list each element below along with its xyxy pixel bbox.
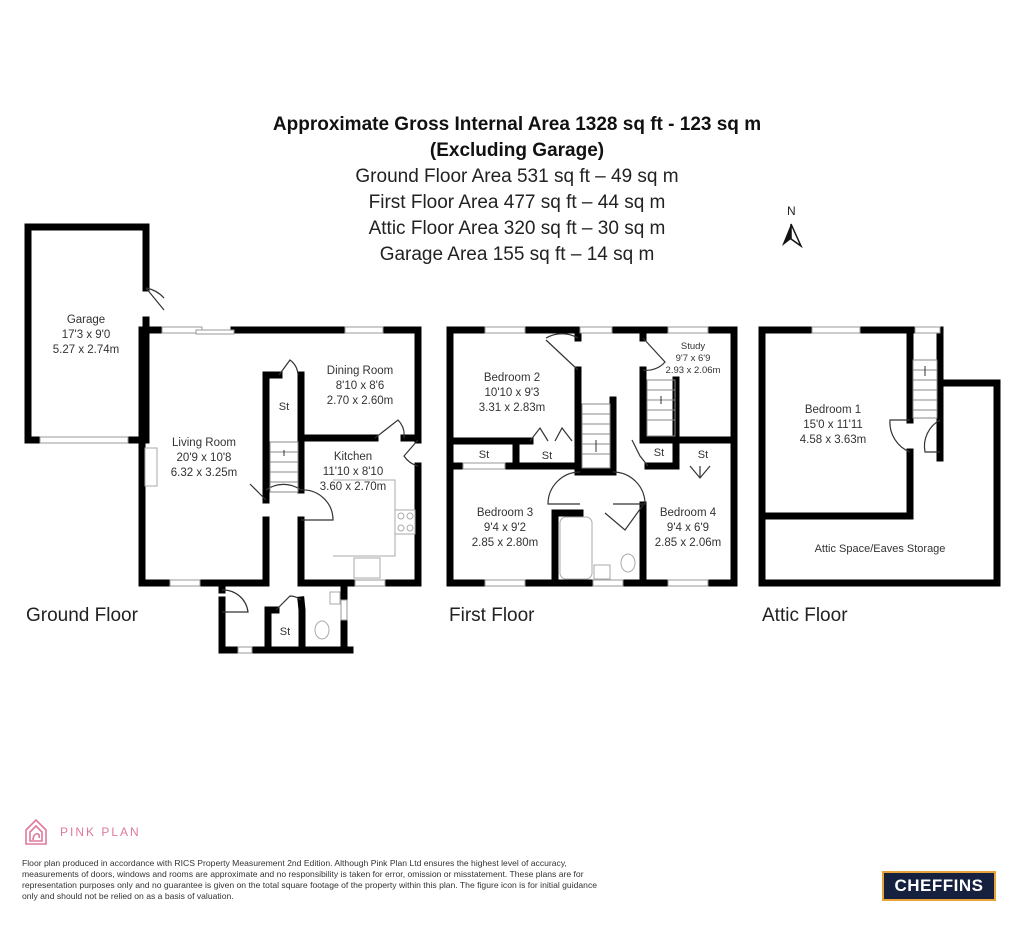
garage-walls — [24, 223, 150, 444]
floor-label-ground: Ground Floor — [26, 605, 138, 626]
room-dim-imperial: 9'4 x 6'9 — [666, 522, 710, 534]
room-bedroom-3: Bedroom 3 9'4 x 9'2 2.85 x 2.80m — [472, 506, 538, 551]
ground-floor-area: Ground Floor Area 531 sq ft – 49 sq m — [355, 166, 679, 187]
ground-stairs — [269, 441, 299, 493]
room-name: Study — [680, 341, 706, 352]
room-name: Kitchen — [333, 451, 373, 463]
room-dim-imperial: 8'10 x 8'6 — [335, 380, 385, 392]
room-name: Dining Room — [326, 365, 394, 377]
room-study: Study 9'7 x 6'9 2.93 x 2.06m — [666, 341, 721, 377]
room-dim-metric: 4.58 x 3.63m — [799, 434, 867, 446]
room-dim-imperial: 15'0 x 11'11 — [803, 419, 863, 431]
floor-label-first: First Floor — [449, 605, 535, 626]
store-label: St — [653, 447, 665, 459]
compass: N — [778, 204, 806, 252]
room-dim-metric: 3.60 x 2.70m — [319, 481, 387, 493]
store-label: St — [278, 401, 290, 413]
room-kitchen: Kitchen 11'10 x 8'10 3.60 x 2.70m — [320, 450, 386, 495]
first-stairs-2 — [646, 379, 676, 437]
north-arrow-icon — [782, 223, 803, 249]
disclaimer-text: Floor plan produced in accordance with R… — [22, 858, 598, 901]
store-label: St — [697, 449, 709, 461]
room-name: Bedroom 3 — [476, 507, 534, 519]
first-floor-walls — [446, 326, 738, 587]
pink-plan-brand: PINK PLAN — [60, 825, 141, 839]
bath — [559, 516, 593, 580]
room-dim-metric: 2.85 x 2.80m — [471, 537, 539, 549]
floor-label-attic: Attic Floor — [762, 605, 848, 626]
attic-stairs — [912, 359, 938, 419]
room-dim-metric: 2.70 x 2.60m — [326, 395, 394, 407]
fireplace-outline — [144, 447, 158, 487]
excluding-garage-note: (Excluding Garage) — [429, 140, 605, 161]
room-name: Bedroom 4 — [659, 507, 717, 519]
room-dim-imperial: 17'3 x 9'0 — [61, 329, 111, 341]
room-dim-imperial: 9'4 x 9'2 — [483, 522, 527, 534]
area-summary: Approximate Gross Internal Area 1328 sq … — [0, 112, 1024, 268]
ground-floor-walls — [138, 326, 422, 654]
gross-area-title: Approximate Gross Internal Area 1328 sq … — [272, 114, 762, 135]
north-label: N — [787, 204, 796, 218]
first-floor-area: First Floor Area 477 sq ft – 44 sq m — [368, 192, 666, 213]
store-label: St — [478, 449, 490, 461]
room-dim-imperial: 11'10 x 8'10 — [322, 466, 384, 478]
room-garage: Garage 17'3 x 9'0 5.27 x 2.74m — [53, 313, 119, 358]
attic-storage-label: Attic Space/Eaves Storage — [814, 543, 946, 555]
room-dim-imperial: 20'9 x 10'8 — [176, 452, 232, 464]
room-bedroom-2: Bedroom 2 10'10 x 9'3 3.31 x 2.83m — [479, 371, 545, 416]
attic-floor-walls — [758, 326, 1001, 587]
pink-plan-logo: PINK PLAN — [24, 818, 141, 846]
room-dim-imperial: 9'7 x 6'9 — [675, 353, 711, 364]
room-dim-metric: 2.85 x 2.06m — [654, 537, 722, 549]
room-name: Garage — [66, 314, 106, 326]
cheffins-logo: CHEFFINS — [882, 871, 996, 901]
attic-floor-area: Attic Floor Area 320 sq ft – 30 sq m — [368, 218, 666, 239]
garage-area: Garage Area 155 sq ft – 14 sq m — [379, 244, 655, 265]
house-logo-icon — [25, 818, 47, 845]
room-bedroom-1: Bedroom 1 15'0 x 11'11 4.58 x 3.63m — [800, 403, 866, 448]
room-dim-metric: 3.31 x 2.83m — [478, 402, 546, 414]
room-dim-imperial: 10'10 x 9'3 — [484, 387, 540, 399]
room-dim-metric: 2.93 x 2.06m — [665, 365, 721, 376]
room-living-room: Living Room 20'9 x 10'8 6.32 x 3.25m — [171, 436, 237, 481]
room-name: Living Room — [172, 437, 236, 449]
room-name: Bedroom 2 — [483, 372, 541, 384]
room-dim-metric: 6.32 x 3.25m — [170, 467, 238, 479]
first-stairs-1 — [581, 403, 611, 469]
store-label: St — [279, 626, 291, 638]
store-label: St — [541, 450, 553, 462]
room-dining-room: Dining Room 8'10 x 8'6 2.70 x 2.60m — [327, 364, 393, 409]
room-name: Bedroom 1 — [804, 404, 862, 416]
room-dim-metric: 5.27 x 2.74m — [52, 344, 120, 356]
room-bedroom-4: Bedroom 4 9'4 x 6'9 2.85 x 2.06m — [655, 506, 721, 551]
